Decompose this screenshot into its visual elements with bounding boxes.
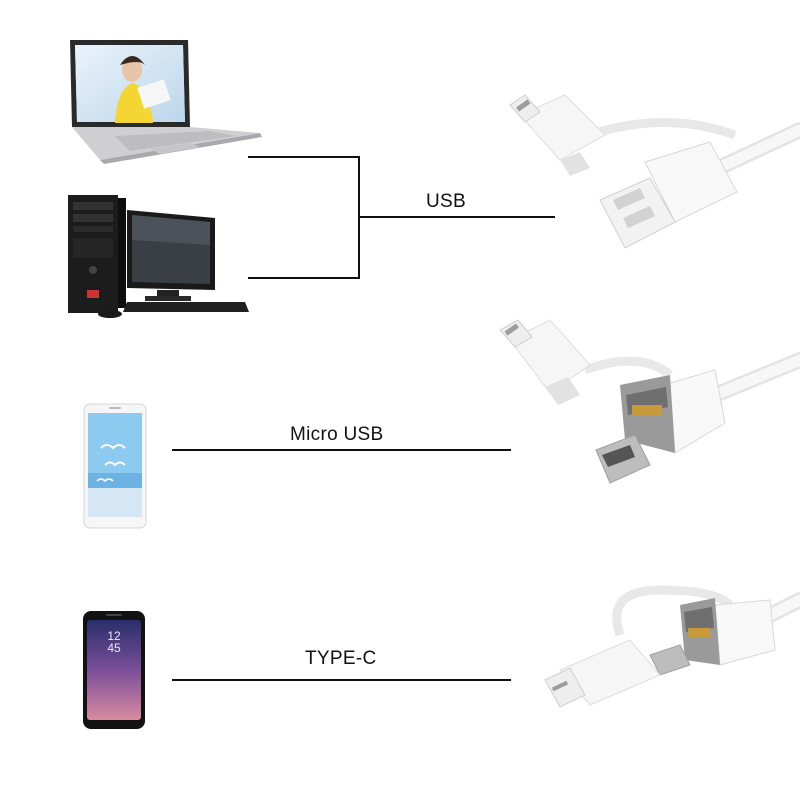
usb-connector-icon [509, 94, 800, 249]
usb-label: USB [426, 191, 466, 212]
type-c-connector-icon [544, 585, 800, 708]
smartphone-icon [83, 611, 145, 729]
micro-usb-label: Micro USB [290, 424, 384, 445]
usb-connector-line [358, 216, 555, 218]
smartphone-icon [83, 403, 147, 529]
desktop-connector-line [248, 277, 360, 279]
laptop-icon [70, 40, 262, 164]
desktop-computer-icon [68, 195, 249, 318]
micro-usb-connector-line [172, 449, 511, 451]
laptop-connector-line [248, 156, 360, 158]
type-c-label: TYPE-C [305, 648, 377, 669]
phone-clock-hour: 12 [107, 629, 121, 643]
type-c-connector-line [172, 679, 511, 681]
phone-clock-minute: 45 [107, 641, 121, 655]
micro-usb-connector-icon [499, 319, 800, 484]
